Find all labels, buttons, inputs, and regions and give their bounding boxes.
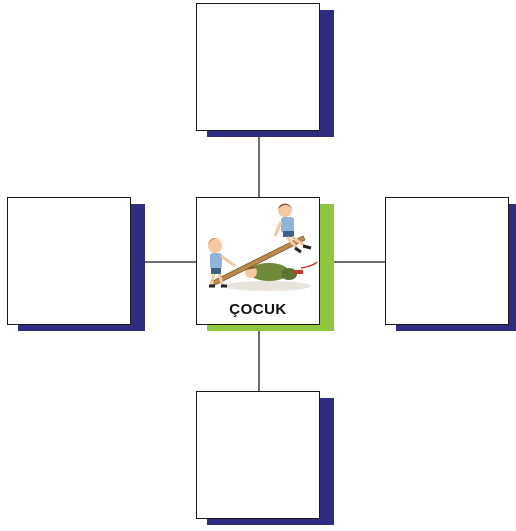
center-concept-box[interactable]: ÇOCUK: [196, 197, 320, 325]
children-seesaw-illustration: [201, 200, 319, 298]
bottom-concept-box[interactable]: [196, 391, 320, 519]
connector-bottom: [258, 327, 260, 391]
left-concept-box[interactable]: [7, 197, 131, 325]
connector-top: [258, 133, 260, 197]
right-concept-box[interactable]: [385, 197, 509, 325]
top-concept-box[interactable]: [196, 3, 320, 131]
center-concept-label: ÇOCUK: [197, 301, 319, 318]
